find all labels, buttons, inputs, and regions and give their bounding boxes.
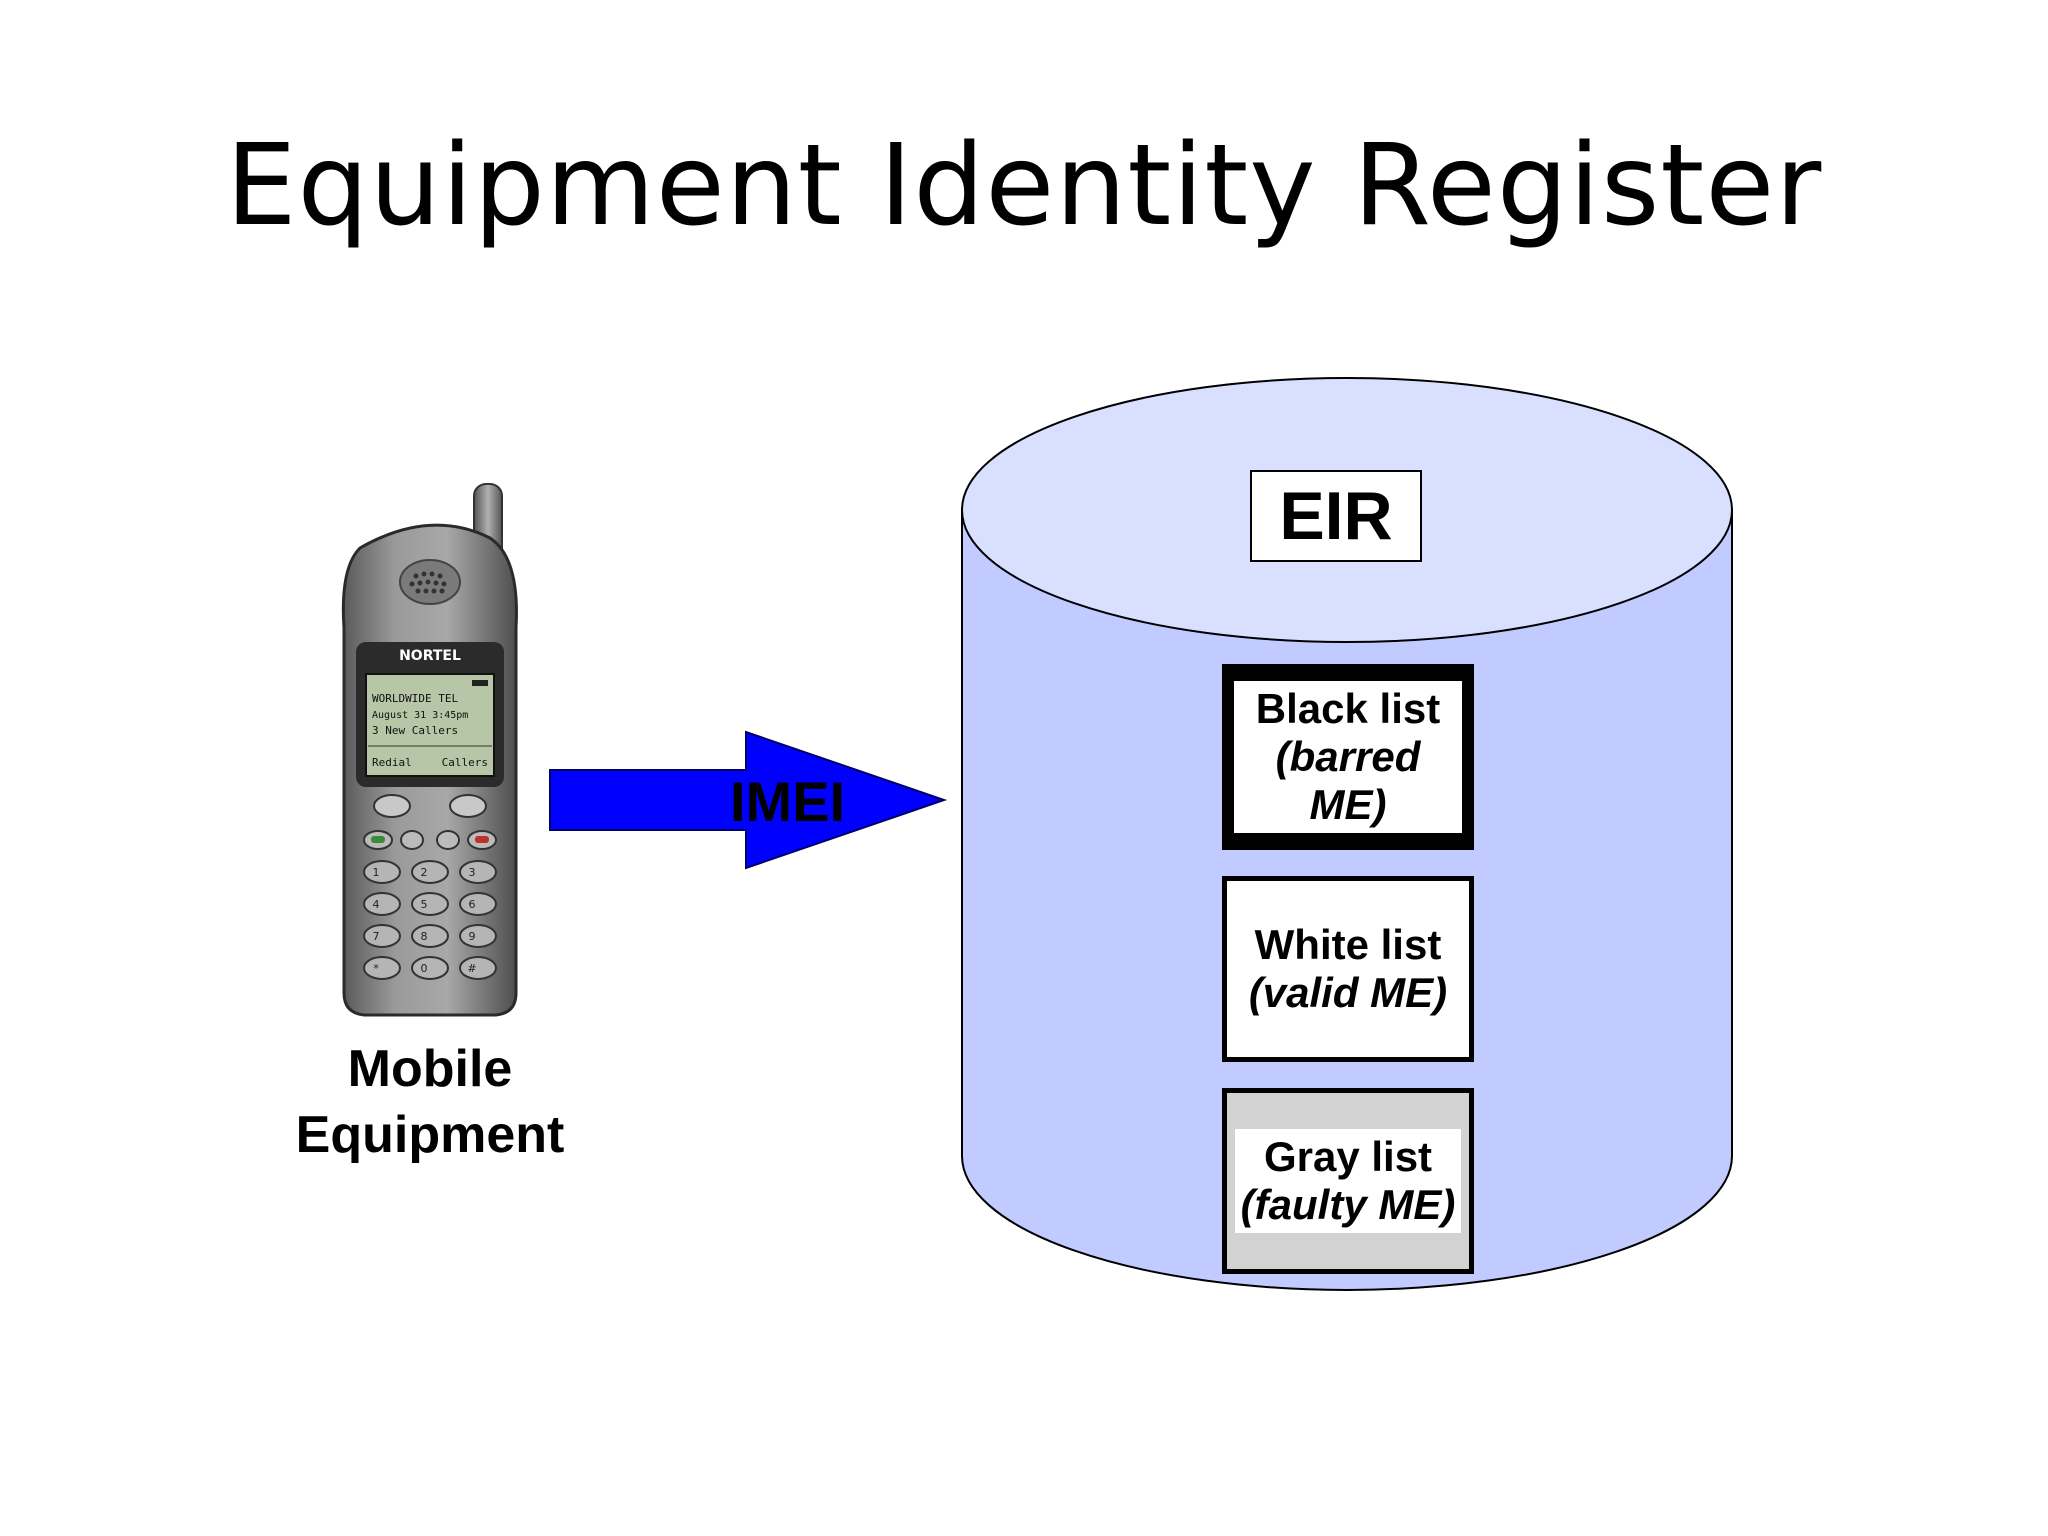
- svg-text:#: #: [467, 962, 476, 975]
- svg-text:2: 2: [421, 866, 428, 879]
- svg-text:3: 3: [469, 866, 476, 879]
- eir-label: EIR: [1250, 470, 1422, 562]
- black-list-box: Black list (barred ME): [1222, 664, 1474, 850]
- phone-brand: NORTEL: [399, 648, 461, 664]
- svg-text:9: 9: [469, 930, 476, 943]
- mobile-equipment-label-line2: Equipment: [295, 1106, 565, 1164]
- white-list-description: (valid ME): [1248, 969, 1448, 1016]
- gray-list-description: (faulty ME): [1240, 1181, 1456, 1228]
- svg-text:4: 4: [373, 898, 380, 911]
- imei-arrow: [548, 730, 948, 870]
- mobile-equipment-label: Mobile Equipment: [230, 1036, 630, 1168]
- softkey-right-label: Callers: [442, 756, 488, 769]
- mobile-equipment-label-line1: Mobile: [347, 1040, 513, 1098]
- svg-text:8: 8: [421, 930, 428, 943]
- screen-line-3: 3 New Callers: [372, 724, 458, 737]
- screen-line-2: August 31 3:45pm: [372, 710, 468, 721]
- svg-text:5: 5: [421, 898, 428, 911]
- svg-text:0: 0: [421, 962, 428, 975]
- screen-line-1: WORLDWIDE TEL: [372, 692, 458, 705]
- imei-arrow-shape: [549, 730, 948, 870]
- black-list-text: Black list (barred ME): [1234, 681, 1462, 833]
- softkey-left-label: Redial: [372, 756, 412, 769]
- keypad-shape: [363, 860, 497, 980]
- svg-text:6: 6: [469, 898, 476, 911]
- slide-title: Equipment Identity Register: [225, 121, 1823, 251]
- lcd-screen-shape: [365, 673, 495, 777]
- svg-text:1: 1: [373, 866, 380, 879]
- gray-list-box: Gray list (faulty ME): [1222, 1088, 1474, 1274]
- gray-list-text: Gray list (faulty ME): [1235, 1129, 1461, 1233]
- white-list-text: White list (valid ME): [1234, 917, 1462, 1021]
- white-list-name: White list: [1254, 921, 1442, 968]
- white-list-box: White list (valid ME): [1222, 876, 1474, 1062]
- gray-list-name: Gray list: [1263, 1133, 1433, 1180]
- black-list-description: (barred ME): [1275, 733, 1421, 828]
- svg-text:7: 7: [373, 930, 380, 943]
- black-list-name: Black list: [1255, 685, 1441, 732]
- mobile-phone-icon: NORTEL WORLDWIDE TEL August 31 3:45pm 3 …: [320, 478, 540, 1023]
- imei-label: IMEI: [730, 770, 846, 833]
- svg-text:*: *: [373, 962, 379, 975]
